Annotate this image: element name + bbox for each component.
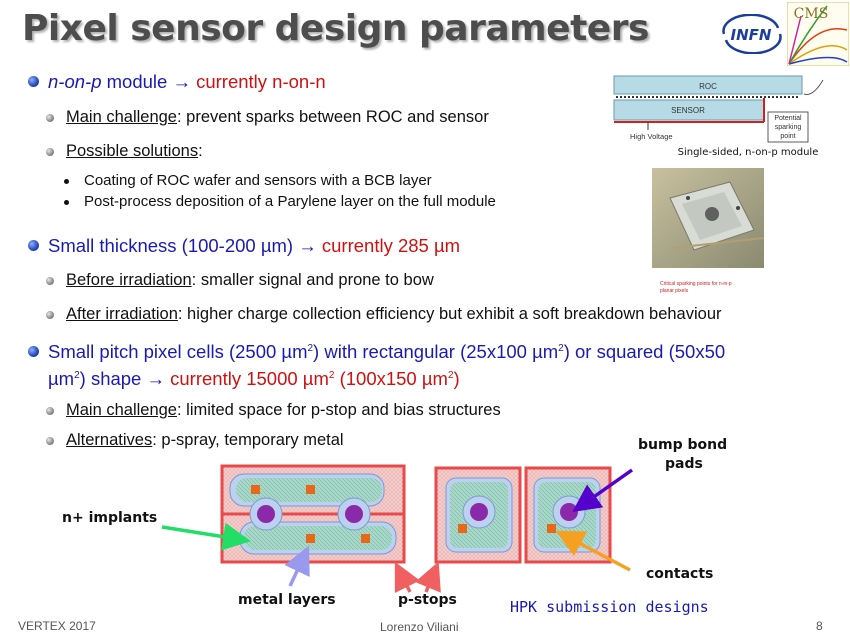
footer-author: Lorenzo Viliani [380,620,459,634]
section3-item2-rest: : p-spray, temporary metal [152,431,344,449]
section1-head-b: module → [101,71,197,92]
metal-layers-arrow [284,545,310,587]
p-stops-arrow-1 [394,561,420,594]
section1-item1-key: Main challenge [66,108,177,126]
level2-bullet [46,277,54,285]
photo-caption-1: Critical sparking points for n-in-p [660,281,732,287]
section3-line2-p2: ) shape → [79,368,171,389]
section3-line1-p1: Small pitch pixel cells (2500 µm [48,341,308,362]
section3-item1: Main challenge: limited space for p-stop… [66,401,501,420]
section3-line2-p1: µm [48,368,75,389]
level2-bullet [46,407,54,415]
infn-logo: INFN [718,13,784,55]
level1-bullet [28,346,39,357]
section2-heading: Small thickness (100-200 µm) → currently… [48,235,460,257]
section3-line2-rs1: 2 [328,369,335,381]
section1-subitem2: Post-process deposition of a Parylene la… [84,193,496,210]
section1-head-a: n-on-p [48,71,102,92]
section2-item1: Before irradiation: smaller signal and p… [66,271,434,290]
footer-event: VERTEX 2017 [18,619,96,633]
bump-bond-arrow [572,468,634,513]
section1-head-c: currently n-on-n [196,71,326,92]
cms-logo: CMS [786,1,850,67]
roc-label: ROC [699,82,717,91]
section3-line1-s2: 2 [558,342,564,354]
section3-item2: Alternatives: p-spray, temporary metal [66,431,344,450]
level3-bullet [64,179,69,184]
potential-label-1: Potential [774,115,802,122]
section2-item1-rest: : smaller signal and prone to bow [191,271,434,289]
section2-item2-key: After irradiation [66,305,178,323]
section3-line1-p3: ) or squared (50x50 [563,341,726,362]
section2-item1-key: Before irradiation [66,271,192,289]
section3-line2-red: currently 15000 µm2 (100x150 µm2) [170,368,460,389]
square-pixel-design-left [434,466,522,564]
section3-heading-line1: Small pitch pixel cells (2500 µm2) with … [48,341,725,363]
section1-item1: Main challenge: prevent sparks between R… [66,108,489,127]
bump-bond-label-1: bump bond [638,437,728,453]
slide-title: Pixel sensor design parameters [22,8,649,49]
section2-head-a: Small thickness (100-200 µm) → [48,235,322,256]
section3-heading-line2: µm2) shape → currently 15000 µm2 (100x15… [48,368,460,390]
section3-line2-r1: currently 15000 µm [170,368,329,389]
rectangular-pixel-design [220,464,406,564]
metal-layers-label: metal layers [238,592,336,608]
section3-line1-s1: 2 [307,342,314,354]
sensor-label: SENSOR [671,106,705,115]
level2-bullet [46,437,54,445]
section1-item1-rest: : prevent sparks between ROC and sensor [177,108,489,126]
section3-line1-p2: ) with rectangular (25x100 µm [313,341,559,362]
section2-head-c: currently 285 µm [321,235,461,256]
level2-bullet [46,148,54,156]
section3-item2-key: Alternatives [66,431,153,449]
section2-item2-rest: : higher charge collection efficiency bu… [177,305,722,323]
n-implants-label: n+ implants [62,510,158,526]
high-voltage-label: High Voltage [630,132,673,141]
module-cross-section-figure: ROC SENSOR High Voltage Potential sparki… [608,72,838,162]
square-pixel-design-right [524,466,612,564]
p-stops-label: p-stops [398,592,457,608]
photo-caption-2: planar pixels [660,288,689,294]
level1-bullet [28,240,39,251]
contacts-label: contacts [646,566,714,582]
contacts-arrow [555,530,631,572]
section1-item2-rest: : [198,142,203,160]
section3-line2-rs2: 2 [447,369,454,381]
module-photo: Critical sparking points for n-in-p plan… [652,168,765,298]
level2-bullet [46,311,54,319]
section1-heading: n-on-p module → currently n-on-n [48,71,326,93]
level1-bullet [28,76,39,87]
section1-item2-key: Possible solutions [66,142,199,160]
section3-line2-r2: (100x150 µm [334,368,448,389]
potential-label-3: point [780,133,795,140]
section3-item1-rest: : limited space for p-stop and bias stru… [177,401,501,419]
module-caption: Single-sided, n-on-p module [678,147,819,158]
section3-line2-s1: 2 [74,369,80,381]
potential-label-2: sparking [775,124,802,131]
p-stops-arrow-2 [415,561,441,593]
section2-item2: After irradiation: higher charge collect… [66,305,722,324]
section3-item1-key: Main challenge [66,401,177,419]
section1-subitem1: Coating of ROC wafer and sensors with a … [84,172,432,189]
section1-item2: Possible solutions: [66,142,203,161]
n-implants-arrow [161,522,251,551]
level2-bullet [46,114,54,122]
bump-bond-label-2: pads [665,456,703,472]
section3-line2-r3: ) [453,368,460,389]
level3-bullet [64,200,69,205]
cms-logo-text: CMS [794,6,829,22]
hpk-submission-label: HPK submission designs [510,598,709,616]
page-number: 8 [816,619,823,633]
infn-logo-text: INFN [731,26,772,44]
